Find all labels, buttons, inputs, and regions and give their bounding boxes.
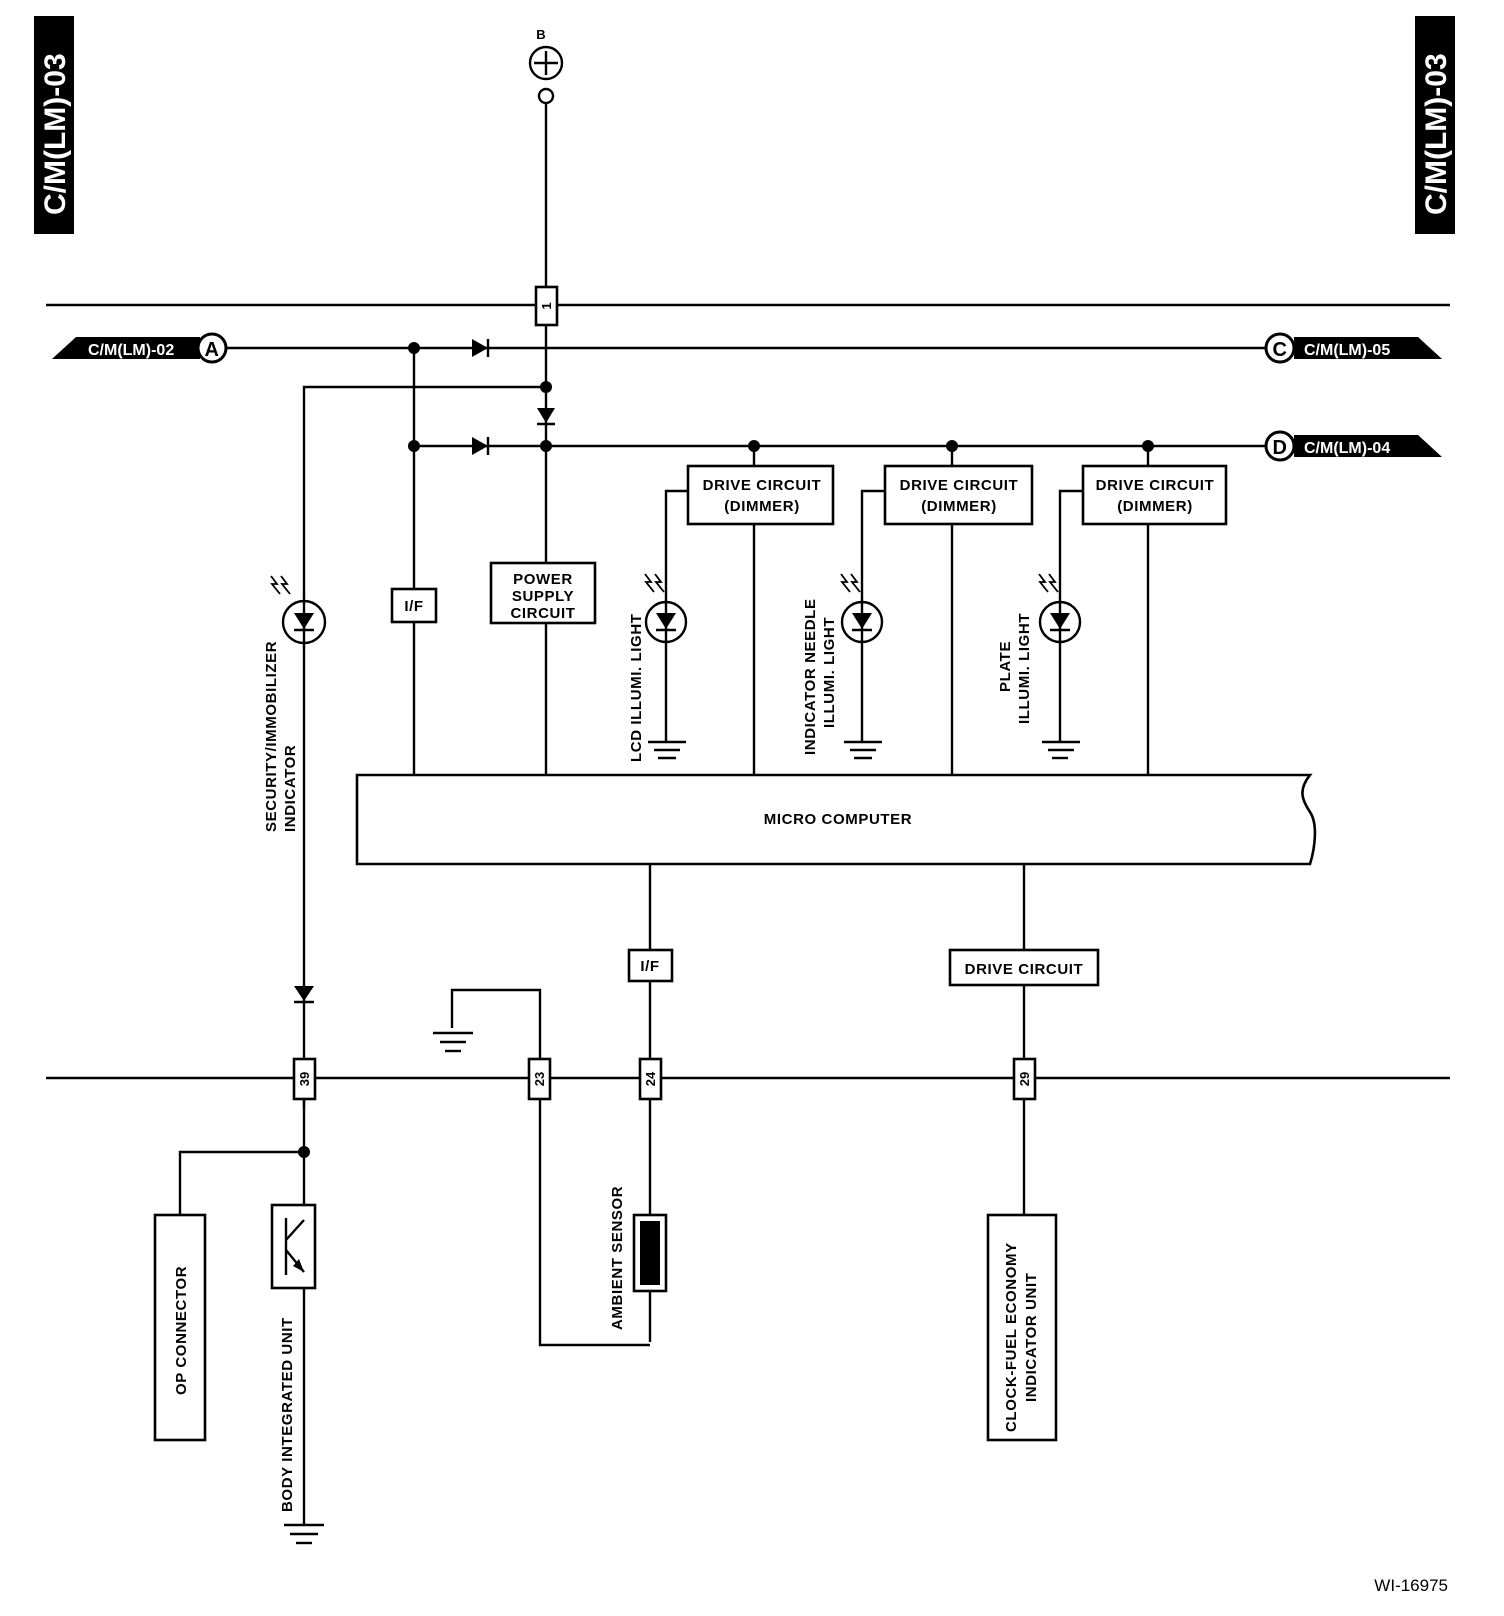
clock-unit-label-2: INDICATOR UNIT	[1023, 1272, 1040, 1402]
battery-terminal: B	[528, 27, 564, 105]
if-block-lower: I/F	[627, 948, 674, 983]
left-page-tab: C/M(LM)-03	[34, 16, 74, 234]
svg-text:DRIVE CIRCUIT: DRIVE CIRCUIT	[1096, 477, 1215, 494]
drive-circuit-dimmer-1: DRIVE CIRCUIT (DIMMER)	[686, 464, 835, 526]
svg-text:C: C	[1272, 339, 1287, 361]
security-indicator-label-2: INDICATOR	[282, 745, 299, 832]
svg-text:DRIVE CIRCUIT: DRIVE CIRCUIT	[900, 477, 1019, 494]
diode-a	[472, 339, 490, 357]
pin-39: 39	[292, 1057, 317, 1101]
pin-1: 1	[534, 285, 559, 327]
lcd-illumi-light-lamp	[644, 573, 688, 644]
svg-text:C/M(LM)-04: C/M(LM)-04	[1304, 440, 1390, 457]
drive-circuit-dimmer-2: DRIVE CIRCUIT (DIMMER)	[883, 464, 1034, 526]
ground-plate	[1042, 740, 1080, 760]
junction-if	[408, 440, 420, 452]
svg-text:I/F: I/F	[640, 958, 659, 975]
diode-security	[294, 986, 314, 1004]
clock-unit-label-1: CLOCK-FUEL ECONOMY	[1003, 1242, 1020, 1432]
svg-text:DRIVE CIRCUIT: DRIVE CIRCUIT	[965, 961, 1084, 978]
ground-lcd	[648, 740, 686, 760]
svg-text:CIRCUIT: CIRCUIT	[510, 605, 575, 622]
drive-circuit-block: DRIVE CIRCUIT	[948, 948, 1100, 987]
svg-text:39: 39	[297, 1072, 312, 1086]
flag-d-connector-ref: D C/M(LM)-04	[1264, 430, 1442, 462]
junction-security	[540, 381, 552, 393]
ground-body-unit	[284, 1523, 324, 1545]
security-feed-wire	[302, 385, 546, 1108]
svg-text:DRIVE CIRCUIT: DRIVE CIRCUIT	[703, 477, 822, 494]
micro-computer-block: MICRO COMPUTER	[355, 773, 1317, 866]
pin-29: 29	[1012, 1057, 1037, 1101]
svg-text:SUPPLY: SUPPLY	[512, 588, 574, 605]
lcd-illumi-light-label: LCD ILLUMI. LIGHT	[628, 613, 645, 762]
svg-text:(DIMMER): (DIMMER)	[921, 498, 997, 515]
flag-a-connector-ref: C/M(LM)-02 A	[52, 332, 228, 364]
svg-text:24: 24	[643, 1071, 658, 1086]
svg-text:C/M(LM)-02: C/M(LM)-02	[88, 342, 174, 359]
svg-text:POWER: POWER	[513, 571, 573, 588]
clock-fuel-economy-unit-box: CLOCK-FUEL ECONOMY INDICATOR UNIT	[986, 1213, 1058, 1442]
svg-text:D: D	[1272, 437, 1287, 459]
right-page-tab: C/M(LM)-03	[1415, 16, 1455, 234]
pin-23: 23	[527, 1057, 552, 1101]
plate-label-2: ILLUMI. LIGHT	[1016, 613, 1033, 724]
battery-label: B	[536, 27, 545, 42]
sensor-ground-wire	[450, 988, 650, 1347]
drive-circuit-dimmer-3: DRIVE CIRCUIT (DIMMER)	[1081, 464, 1228, 526]
diode-vertical	[537, 408, 555, 426]
ambient-sensor-label: AMBIENT SENSOR	[609, 1186, 626, 1330]
svg-text:23: 23	[532, 1072, 547, 1086]
svg-text:29: 29	[1017, 1072, 1032, 1086]
plate-label-1: PLATE	[997, 641, 1014, 692]
security-immobilizer-indicator-lamp	[270, 575, 327, 645]
figure-id: WI-16975	[1374, 1576, 1448, 1595]
ambient-sensor	[632, 1213, 668, 1293]
svg-text:1: 1	[539, 302, 554, 309]
if-block-upper: I/F	[390, 587, 438, 624]
security-indicator-label-1: SECURITY/IMMOBILIZER	[263, 641, 280, 832]
op-connector-label: OP CONNECTOR	[173, 1266, 190, 1395]
svg-text:MICRO COMPUTER: MICRO COMPUTER	[764, 811, 912, 828]
left-page-tab-label: C/M(LM)-03	[39, 53, 72, 215]
indicator-needle-illumi-light-lamp	[840, 573, 884, 644]
right-page-tab-label: C/M(LM)-03	[1420, 53, 1453, 215]
ground-needle	[844, 740, 882, 760]
indicator-needle-label-2: ILLUMI. LIGHT	[821, 617, 838, 728]
ground-sensor	[433, 1031, 473, 1053]
pin-24: 24	[638, 1057, 663, 1101]
body-integrated-unit-label: BODY INTEGRATED UNIT	[279, 1317, 296, 1512]
svg-text:(DIMMER): (DIMMER)	[1117, 498, 1193, 515]
svg-text:C/M(LM)-05: C/M(LM)-05	[1304, 342, 1390, 359]
transistor-symbol	[270, 1203, 317, 1290]
flag-c-connector-ref: C C/M(LM)-05	[1264, 332, 1442, 364]
svg-text:(DIMMER): (DIMMER)	[724, 498, 800, 515]
plate-illumi-light-lamp	[1038, 573, 1082, 644]
diode-d	[472, 437, 490, 455]
indicator-needle-label-1: INDICATOR NEEDLE	[802, 598, 819, 755]
op-connector-box: OP CONNECTOR	[153, 1213, 207, 1442]
svg-text:I/F: I/F	[404, 598, 423, 615]
power-supply-circuit-block: POWER SUPPLY CIRCUIT	[489, 561, 597, 625]
svg-text:A: A	[204, 339, 219, 361]
